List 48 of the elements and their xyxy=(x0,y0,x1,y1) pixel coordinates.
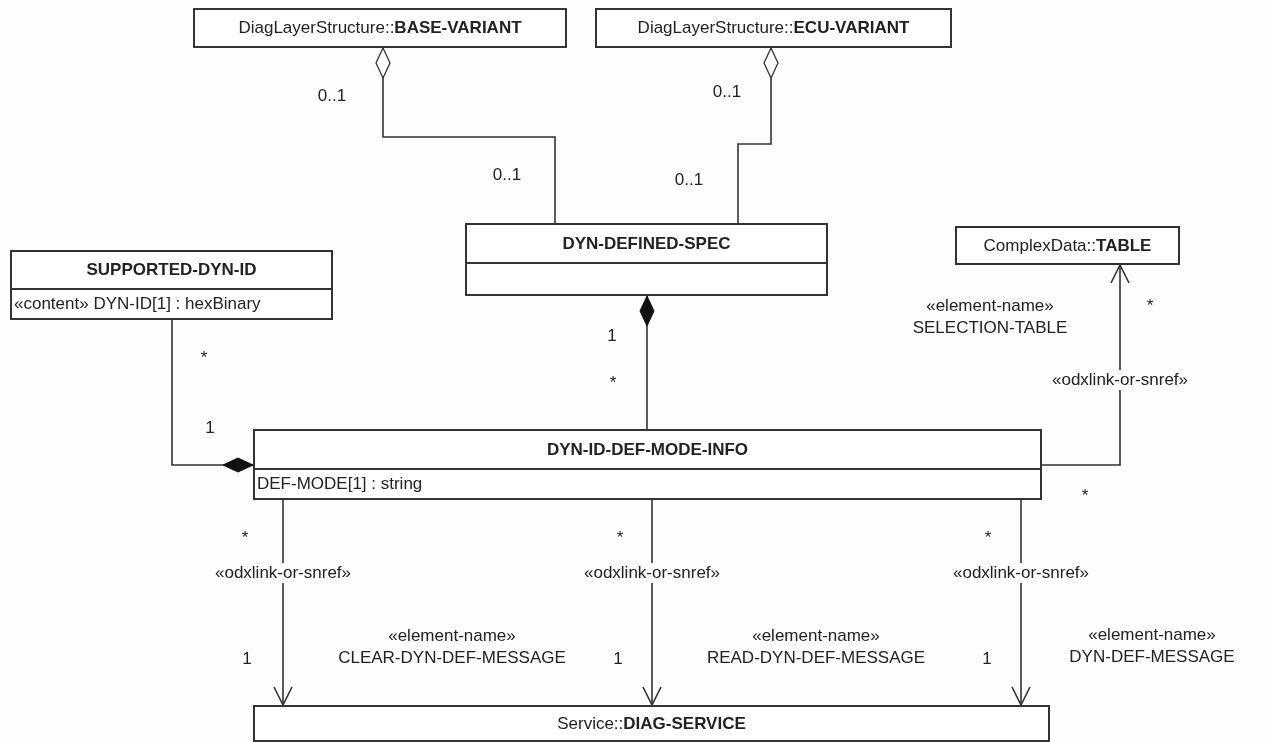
association-line xyxy=(375,47,556,224)
arrow xyxy=(273,499,293,706)
edge-label: «odxlink-or-snref» xyxy=(582,563,722,583)
attribute-text: «content» DYN-ID[1] : hexBinary xyxy=(14,294,261,314)
association-line xyxy=(737,47,779,224)
class-name: SUPPORTED-DYN-ID xyxy=(86,260,257,280)
arrow xyxy=(1011,499,1031,706)
class-name: ComplexData::TABLE xyxy=(983,235,1152,256)
role-name: «element-name» READ-DYN-DEF-MESSAGE xyxy=(705,624,927,669)
edge-label: «odxlink-or-snref» xyxy=(1050,370,1190,390)
multiplicity-label: 1 xyxy=(242,649,252,669)
class-name: DYN-ID-DEF-MODE-INFO xyxy=(546,439,749,460)
class-box xyxy=(10,250,333,320)
class-name: DYN-DEFINED-SPEC xyxy=(562,233,731,254)
multiplicity-label: * xyxy=(241,528,249,548)
multiplicity-label: 1 xyxy=(607,326,617,346)
arrow xyxy=(642,499,662,706)
class-name: DiagLayerStructure::BASE-VARIANT xyxy=(238,18,522,38)
class-box xyxy=(193,8,567,48)
edge-label: «odxlink-or-snref» xyxy=(213,563,353,583)
multiplicity-label: 1 xyxy=(205,418,215,438)
class-box xyxy=(253,429,1042,500)
association-line xyxy=(171,319,254,473)
multiplicity-label: * xyxy=(984,528,992,548)
association-line xyxy=(639,295,655,430)
multiplicity-label: 1 xyxy=(982,649,992,669)
multiplicity-label: 0..1 xyxy=(674,170,704,190)
class-box xyxy=(955,226,1180,265)
multiplicity-label: * xyxy=(609,373,617,393)
multiplicity-label: 0..1 xyxy=(492,165,522,185)
class-box xyxy=(465,223,828,296)
arrow xyxy=(1041,264,1130,466)
edge-label: «odxlink-or-snref» xyxy=(951,563,1091,583)
multiplicity-label: * xyxy=(1146,296,1154,316)
attribute-text: DEF-MODE[1] : string xyxy=(257,474,423,494)
role-name: «element-name» DYN-DEF-MESSAGE xyxy=(1068,623,1236,668)
class-box xyxy=(253,705,1050,742)
multiplicity-label: * xyxy=(616,528,624,548)
role-name: «element-name» CLEAR-DYN-DEF-MESSAGE xyxy=(337,624,567,669)
class-name: DiagLayerStructure::ECU-VARIANT xyxy=(637,18,910,38)
class-name: Service::DIAG-SERVICE xyxy=(557,713,746,734)
multiplicity-label: 0..1 xyxy=(712,82,742,102)
multiplicity-label: 0..1 xyxy=(317,86,347,106)
role-name: «element-name» SELECTION-TABLE xyxy=(911,294,1069,339)
class-box xyxy=(595,8,952,48)
multiplicity-label: * xyxy=(1081,486,1089,506)
multiplicity-label: 1 xyxy=(613,649,623,669)
multiplicity-label: * xyxy=(200,348,208,368)
